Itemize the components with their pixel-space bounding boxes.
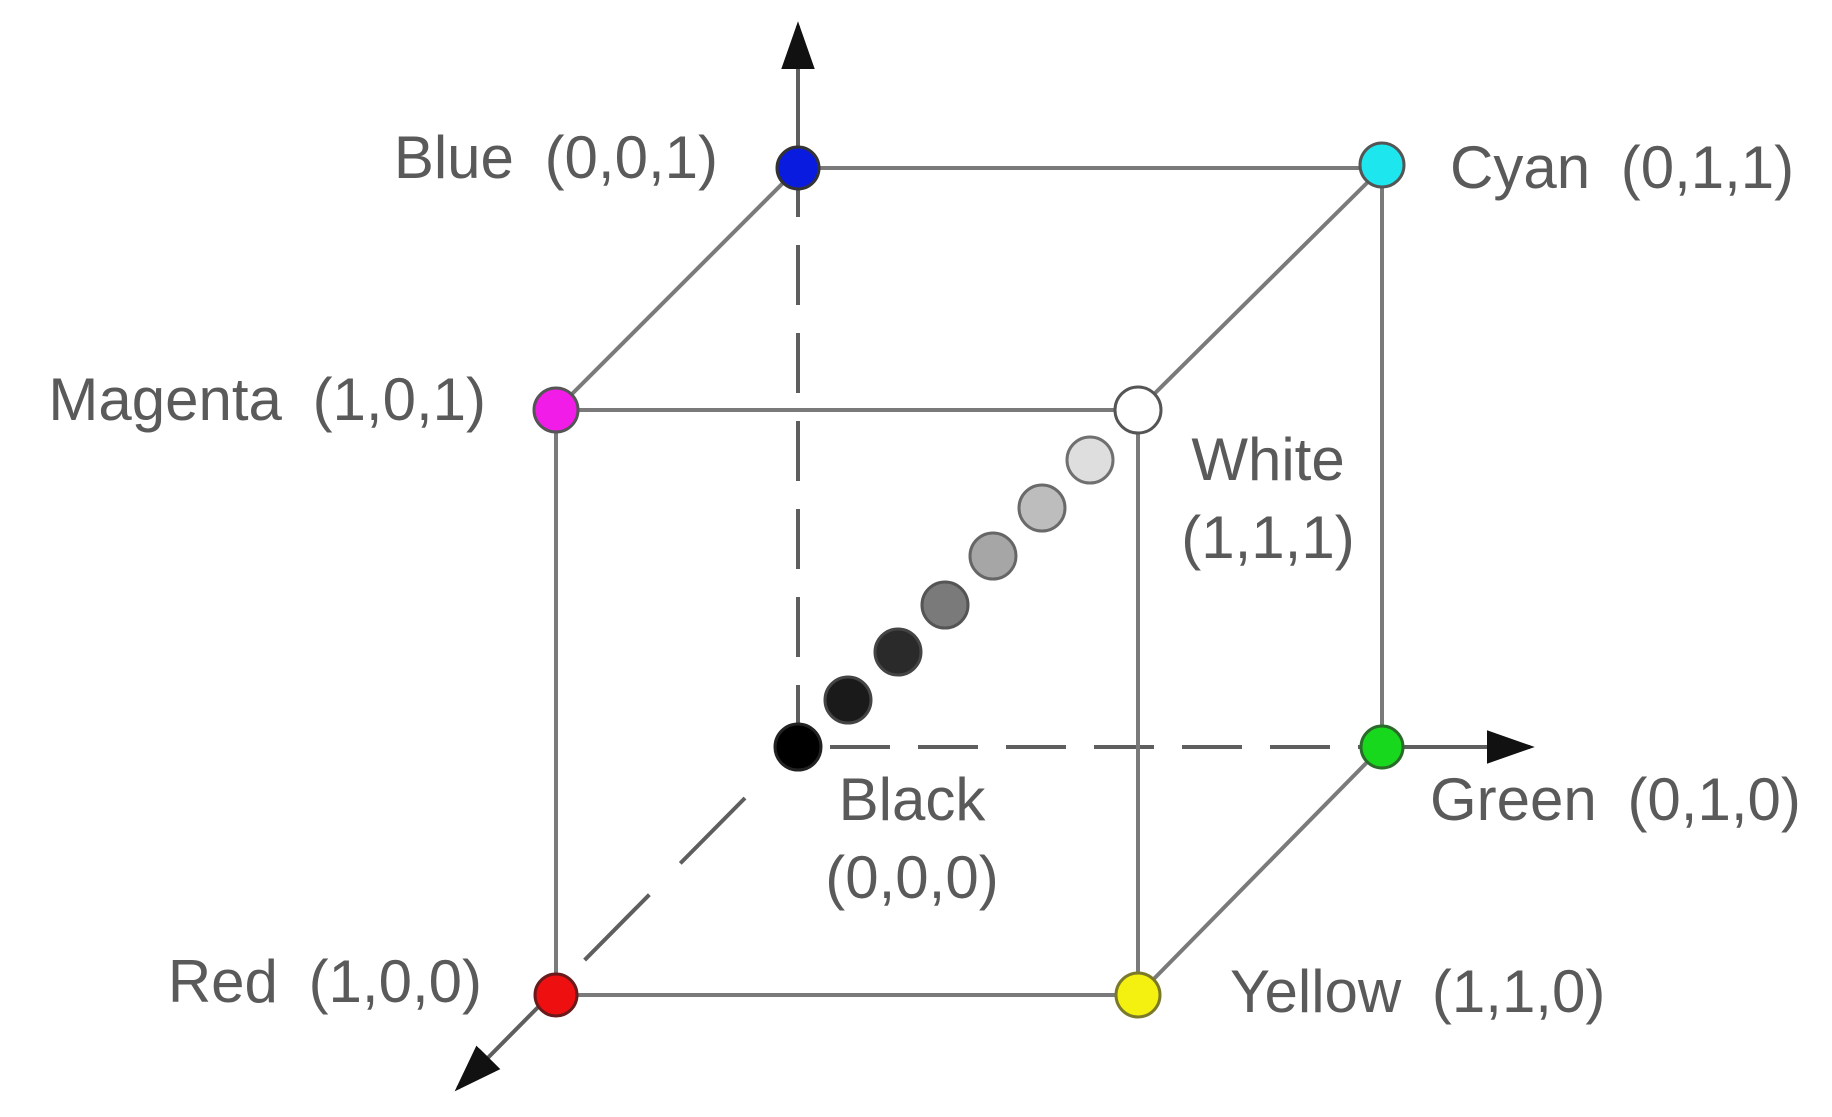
black-corner-dot	[773, 722, 823, 772]
gray-dot-1	[823, 675, 873, 725]
red-label: Red (1,0,0)	[168, 948, 482, 1015]
green-corner-dot	[1359, 724, 1405, 770]
gray-dot-4	[968, 531, 1018, 581]
cyan-corner-dot	[1358, 141, 1406, 189]
yellow-label-name: Yellow	[1230, 958, 1402, 1025]
gray-dot-2	[873, 627, 923, 677]
gray-dot-5	[1017, 483, 1067, 533]
yellow-corner-dot	[1114, 971, 1162, 1019]
yellow-label-coords: (1,1,0)	[1432, 958, 1605, 1025]
red-label-coords: (1,0,0)	[309, 948, 482, 1015]
black-label-coords: (0,0,0)	[825, 844, 998, 911]
cyan-label-name: Cyan	[1450, 134, 1590, 201]
magenta-corner-dot	[532, 386, 580, 434]
gray-diagonal	[823, 435, 1115, 725]
blue-corner-dot	[775, 145, 821, 191]
red-label-name: Red	[168, 948, 278, 1015]
green-label-name: Green	[1430, 766, 1597, 833]
gray-dot-3	[920, 580, 970, 630]
cyan-label-coords: (0,1,1)	[1621, 134, 1794, 201]
white-label-name: White	[1191, 426, 1344, 493]
magenta-label-name: Magenta	[48, 366, 282, 433]
magenta-label: Magenta (1,0,1)	[48, 366, 486, 433]
white-label-coords: (1,1,1)	[1181, 504, 1354, 571]
hidden-axes	[553, 168, 1382, 992]
cyan-label: Cyan (0,1,1)	[1450, 134, 1794, 201]
corner-labels: Blue (0,0,1) Cyan (0,1,1) Magenta (1,0,1…	[48, 124, 1800, 1025]
green-label: Green (0,1,0)	[1430, 766, 1801, 833]
edge-blue-magenta	[554, 166, 800, 412]
gray-dot-6	[1065, 435, 1115, 485]
edge-cyan-white	[1136, 166, 1384, 412]
yellow-label: Yellow (1,1,0)	[1230, 958, 1605, 1025]
green-label-coords: (0,1,0)	[1627, 766, 1800, 833]
black-label-name: Black	[839, 766, 987, 833]
red-corner-dot	[533, 972, 579, 1018]
blue-label-coords: (0,0,1)	[545, 124, 718, 191]
magenta-label-coords: (1,0,1)	[313, 366, 486, 433]
blue-label-name: Blue	[394, 124, 514, 191]
white-corner-dot	[1113, 385, 1163, 435]
edge-green-yellow	[1136, 745, 1384, 997]
cube-edges	[554, 166, 1384, 997]
corner-dots	[532, 141, 1406, 1019]
red-axis-dashed	[553, 796, 747, 992]
blue-label: Blue (0,0,1)	[394, 124, 718, 191]
